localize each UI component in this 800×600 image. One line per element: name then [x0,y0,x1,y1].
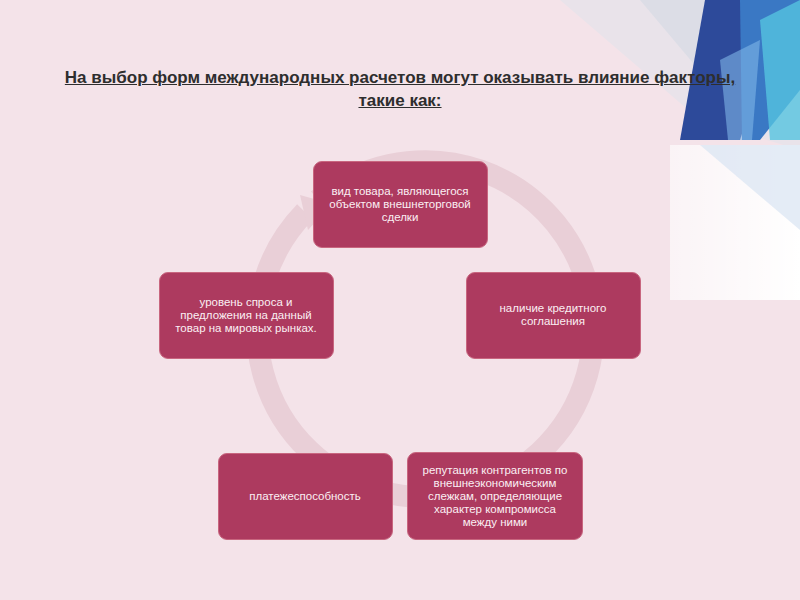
deco-shape [720,40,760,140]
factor-box: репутация контрагентов по внешнеэкономич… [407,452,583,540]
factor-text: репутация контрагентов по внешнеэкономич… [408,458,582,535]
factor-box: платежеспособность [218,453,393,540]
factor-box: наличие кредитного соглашения [466,272,641,359]
factor-box: уровень спроса и предложения на данный т… [159,272,334,359]
factor-text: платежеспособность [240,484,370,509]
factor-text: уровень спроса и предложения на данный т… [160,290,333,341]
factor-text: вид товара, являющегося объектом внешнет… [314,179,487,230]
deco-shape [700,145,800,230]
deco-shape [760,0,800,140]
factor-text: наличие кредитного соглашения [467,296,640,334]
slide-title: На выбор форм международных расчетов мог… [60,66,740,112]
factor-box: вид товара, являющегося объектом внешнет… [313,161,488,248]
deco-panel [670,145,800,300]
